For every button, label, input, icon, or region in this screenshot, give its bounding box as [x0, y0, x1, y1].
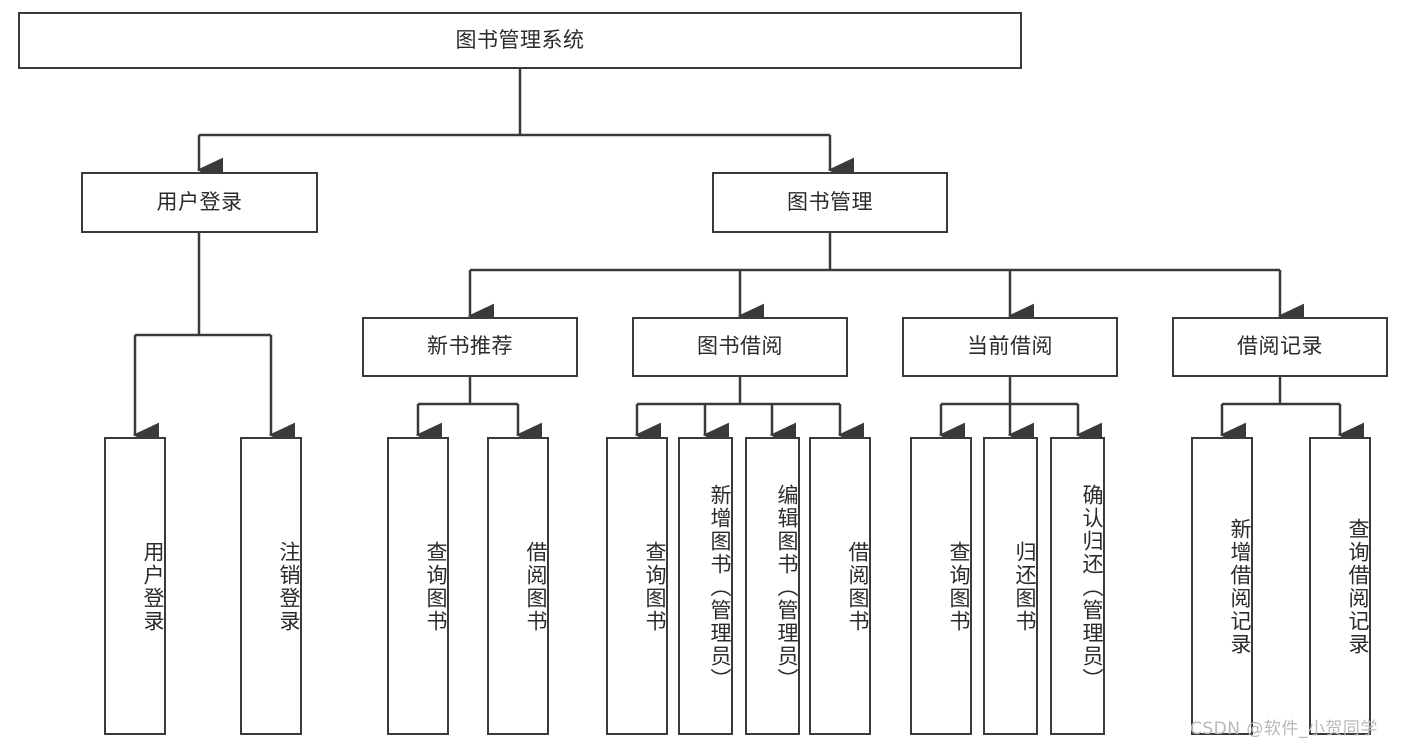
node-label: 图书管理系统: [455, 27, 585, 52]
leaf-user-login-login[interactable]: 用户登录: [104, 437, 166, 735]
node-label: 借阅图书: [524, 541, 548, 633]
node-new-book-recommendation[interactable]: 新书推荐: [362, 317, 578, 377]
leaf-book-borrow-query-book[interactable]: 查询图书: [606, 437, 668, 735]
node-borrowing-record[interactable]: 借阅记录: [1172, 317, 1388, 377]
node-label: 确认归还（管理员）: [1080, 483, 1104, 691]
leaf-book-borrow-add-book-admin[interactable]: 新增图书（管理员）: [678, 437, 733, 735]
node-current-borrowing[interactable]: 当前借阅: [902, 317, 1118, 377]
node-label: 注销登录: [277, 541, 301, 633]
node-label: 图书管理: [787, 189, 873, 214]
node-label: 用户登录: [141, 541, 165, 633]
node-label: 用户登录: [156, 189, 243, 214]
node-label: 当前借阅: [967, 334, 1053, 359]
node-label: 查询借阅记录: [1346, 518, 1370, 656]
node-label: 查询图书: [643, 541, 667, 633]
node-user-login[interactable]: 用户登录: [81, 172, 318, 233]
leaf-current-borrow-confirm-return-admin[interactable]: 确认归还（管理员）: [1050, 437, 1105, 735]
node-label: 图书借阅: [697, 334, 783, 359]
leaf-current-borrow-return-book[interactable]: 归还图书: [983, 437, 1038, 735]
leaf-current-borrow-query-book[interactable]: 查询图书: [910, 437, 972, 735]
leaf-new-book-borrow-book[interactable]: 借阅图书: [487, 437, 549, 735]
node-book-borrowing[interactable]: 图书借阅: [632, 317, 848, 377]
leaf-borrow-record-query-record[interactable]: 查询借阅记录: [1309, 437, 1371, 735]
node-label: 编辑图书（管理员）: [775, 483, 799, 691]
leaf-book-borrow-borrow-book[interactable]: 借阅图书: [809, 437, 871, 735]
node-label: 查询图书: [947, 541, 971, 633]
node-label: 查询图书: [424, 541, 448, 633]
node-label: 借阅图书: [846, 541, 870, 633]
leaf-user-login-logout[interactable]: 注销登录: [240, 437, 302, 735]
csdn-watermark: CSDN @软件_小贺同学: [1190, 719, 1378, 739]
node-label: 新增借阅记录: [1228, 518, 1252, 656]
leaf-book-borrow-edit-book-admin[interactable]: 编辑图书（管理员）: [745, 437, 800, 735]
node-label: 新增图书（管理员）: [708, 483, 732, 691]
node-label: 新书推荐: [427, 334, 513, 359]
leaf-borrow-record-add-record[interactable]: 新增借阅记录: [1191, 437, 1253, 735]
node-book-management[interactable]: 图书管理: [712, 172, 948, 233]
node-label: 借阅记录: [1237, 334, 1323, 359]
leaf-new-book-query-book[interactable]: 查询图书: [387, 437, 449, 735]
node-root-book-management-system[interactable]: 图书管理系统: [18, 12, 1022, 69]
node-label: 归还图书: [1013, 541, 1037, 633]
